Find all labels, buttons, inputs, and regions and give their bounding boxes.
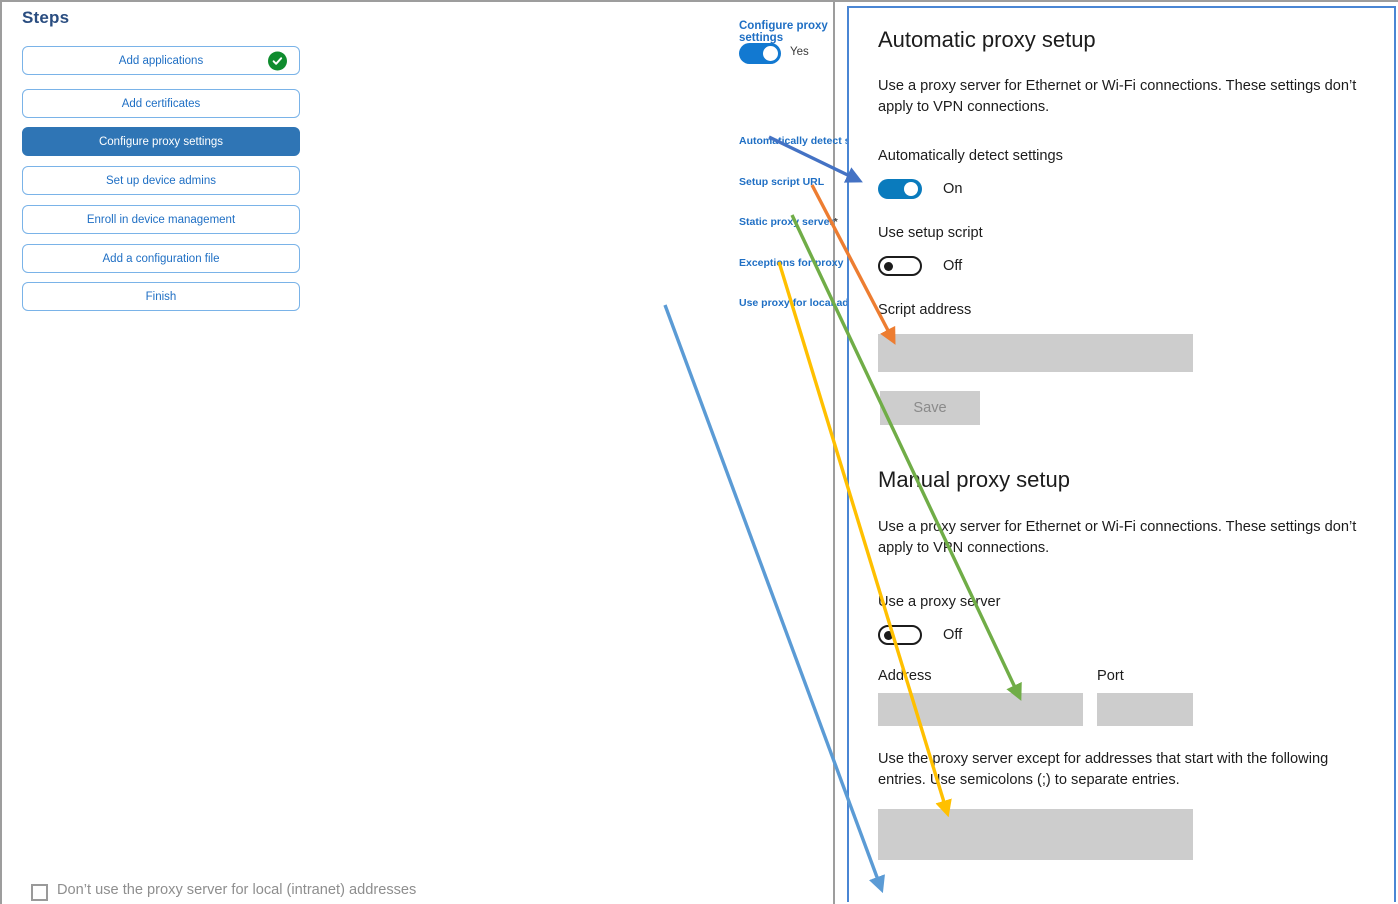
step-item-enroll-in-device-management[interactable]: Enroll in device management [22, 205, 300, 234]
steps-title: Steps [22, 8, 70, 27]
port-input[interactable] [1097, 693, 1193, 726]
bypass-local-addresses-checkbox[interactable] [31, 884, 48, 901]
use-setup-script-label: Use setup script [878, 225, 983, 241]
proxy-exceptions-description: Use the proxy server except for addresse… [878, 751, 1329, 789]
steps-panel: Steps Add applications Add certificates … [0, 0, 330, 904]
step-item-finish[interactable]: Finish [22, 282, 300, 311]
step-item-add-applications[interactable]: Add applications [22, 46, 300, 75]
step-label: Add certificates [121, 97, 201, 110]
configure-proxy-settings-toggle-value: Yes [790, 46, 809, 58]
save-button[interactable]: Save [880, 391, 980, 425]
toggle-knob [904, 182, 918, 196]
windows-proxy-settings-panel: Automatic proxy setup Use a proxy server… [847, 6, 1395, 902]
automatic-proxy-setup-heading: Automatic proxy setup [878, 27, 1096, 52]
use-a-proxy-server-toggle[interactable] [878, 625, 922, 645]
step-label: Configure proxy settings [98, 135, 223, 148]
auto-detect-settings-toggle[interactable] [878, 179, 922, 199]
toggle-knob [763, 46, 778, 61]
use-setup-script-toggle-state: Off [943, 258, 963, 274]
auto-detect-settings-label: Automatically detect settings [878, 148, 1063, 164]
check-circle-icon [268, 51, 287, 70]
address-input[interactable] [878, 693, 1083, 726]
configure-proxy-settings-toggle[interactable] [739, 43, 781, 64]
script-address-input[interactable] [878, 334, 1193, 372]
step-item-add-a-configuration-file[interactable]: Add a configuration file [22, 244, 300, 273]
field-label-exceptions-for-proxy: Exceptions for proxy [739, 257, 844, 269]
manual-proxy-setup-heading: Manual proxy setup [878, 467, 1070, 492]
manual-proxy-setup-description: Use a proxy server for Ethernet or Wi-Fi… [878, 519, 1357, 557]
required-marker: * [833, 216, 838, 228]
toggle-knob [884, 631, 893, 640]
use-setup-script-toggle[interactable] [878, 256, 922, 276]
auto-detect-settings-toggle-state: On [943, 181, 963, 197]
bypass-local-addresses-label: Don’t use the proxy server for local (in… [57, 882, 417, 898]
windows-panel-right-border [1394, 6, 1396, 902]
automatic-proxy-setup-description: Use a proxy server for Ethernet or Wi-Fi… [878, 78, 1357, 116]
step-item-add-certificates[interactable]: Add certificates [22, 89, 300, 118]
script-address-label: Script address [878, 302, 972, 318]
step-label: Set up device admins [106, 174, 216, 187]
step-item-configure-proxy-settings[interactable]: Configure proxy settings [22, 127, 300, 156]
step-label: Finish [145, 290, 177, 303]
use-a-proxy-server-label: Use a proxy server [878, 594, 1001, 610]
step-label: Add applications [118, 54, 204, 67]
proxy-form-panel: Configure proxy settings Yes Automatical… [330, 0, 1147, 904]
toggle-knob [884, 262, 893, 271]
step-label: Enroll in device management [86, 213, 236, 226]
field-label-setup-script-url: Setup script URL [739, 176, 825, 188]
address-label: Address [878, 668, 932, 684]
use-a-proxy-server-toggle-state: Off [943, 627, 963, 643]
step-label: Add a configuration file [102, 252, 220, 265]
port-label: Port [1097, 668, 1124, 684]
save-button-label: Save [913, 400, 947, 416]
field-label-static-proxy-server: Static proxy server* [739, 216, 838, 228]
form-section-title: Configure proxy settings [739, 20, 828, 44]
step-item-set-up-device-admins[interactable]: Set up device admins [22, 166, 300, 195]
proxy-exceptions-input[interactable] [878, 809, 1193, 860]
